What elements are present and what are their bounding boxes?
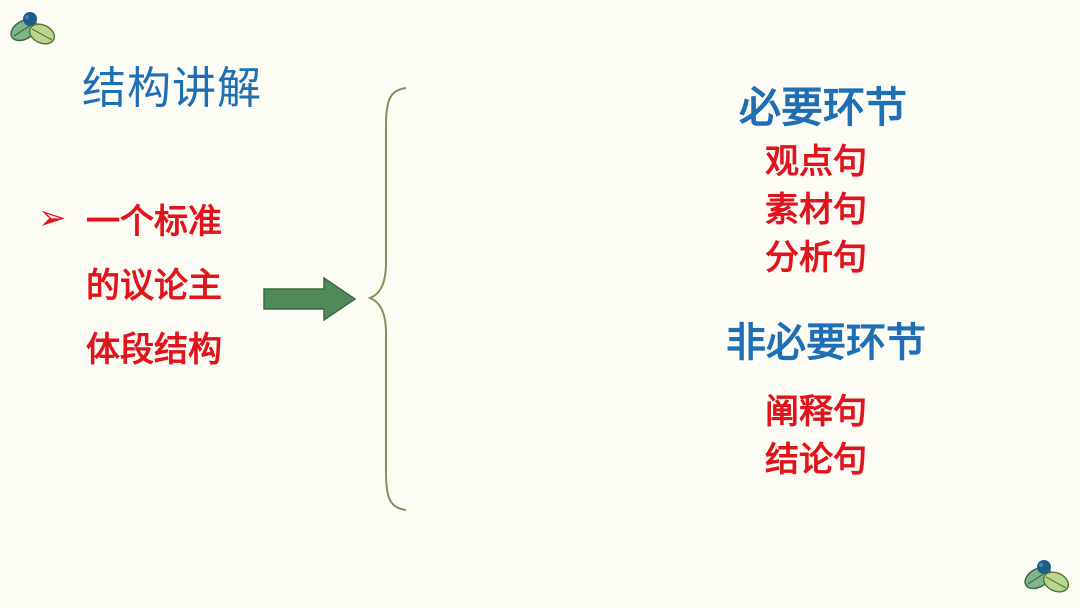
optional-item: 阐释句 [765, 392, 867, 432]
bullet-text: 一个标准 [86, 201, 222, 242]
leaf-decoration-icon [1024, 560, 1070, 593]
bullet-block: ➢ 一个标准 的议论主 体段结构 [38, 186, 268, 378]
bullet-text: 的议论主 [86, 265, 222, 306]
page-title: 结构讲解 [82, 63, 262, 114]
required-heading: 必要环节 [738, 83, 907, 132]
required-items: 观点句 素材句 分析句 [746, 138, 886, 282]
bullet-text: 体段结构 [86, 329, 222, 370]
required-item: 观点句 [765, 142, 867, 182]
curly-brace-icon [368, 87, 407, 511]
bullet-line: 体段结构 [38, 314, 268, 378]
required-item: 素材句 [765, 190, 867, 230]
bullet-line: 的议论主 [38, 250, 268, 314]
bullet-marker-icon: ➢ [38, 198, 67, 238]
leaf-decoration-icon [10, 12, 56, 45]
optional-heading: 非必要环节 [726, 320, 926, 366]
right-arrow-icon [263, 276, 357, 322]
required-item: 分析句 [765, 238, 867, 278]
optional-items: 阐释句 结论句 [746, 388, 886, 484]
optional-item: 结论句 [765, 440, 867, 480]
bullet-line: ➢ 一个标准 [38, 186, 268, 250]
